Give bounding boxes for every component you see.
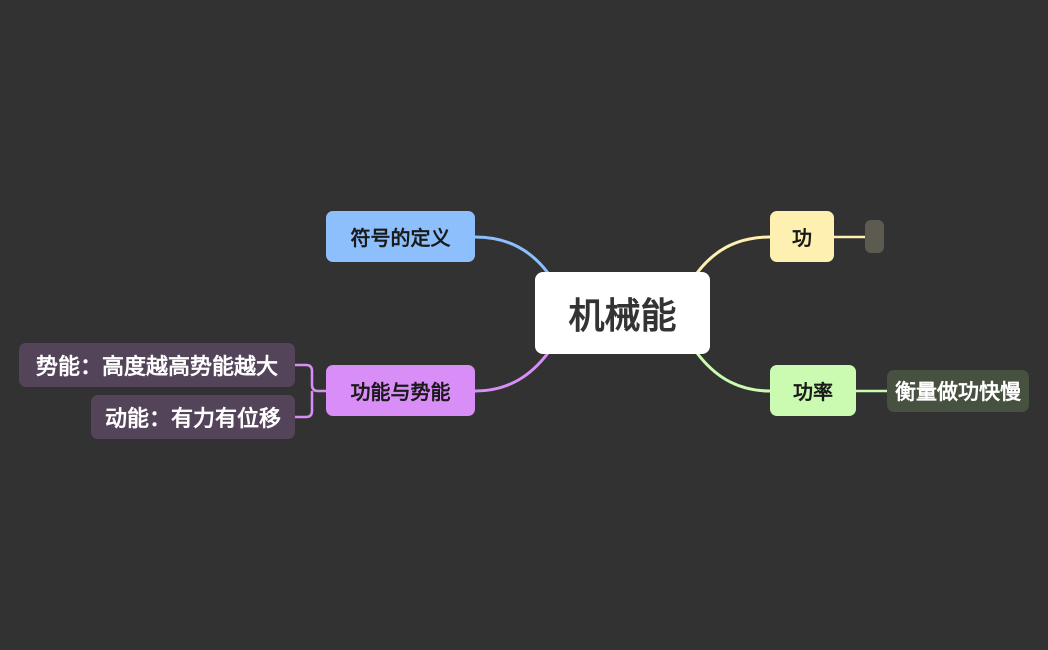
leaf-work-empty[interactable] [865, 220, 884, 253]
leaf-power-speed[interactable]: 衡量做功快慢 [887, 370, 1029, 412]
leaf-potential-energy-label: 势能：高度越高势能越大 [35, 355, 278, 380]
connector-energy-to-kinetic [295, 391, 314, 419]
branch-work[interactable]: 功 [770, 211, 834, 262]
connector-root-to-energy [474, 352, 550, 393]
connector-root-to-symbols [474, 235, 550, 274]
branch-energy[interactable]: 功能与势能 [326, 365, 475, 416]
branch-symbols[interactable]: 符号的定义 [326, 211, 475, 262]
root-topic-label: 机械能 [568, 296, 677, 337]
leaf-potential-energy[interactable]: 势能：高度越高势能越大 [19, 343, 295, 387]
branch-work-label: 功 [792, 226, 812, 250]
connector-root-to-work [695, 235, 771, 274]
branch-symbols-label: 符号的定义 [350, 226, 451, 250]
branch-power[interactable]: 功率 [770, 365, 856, 416]
branch-energy-label: 功能与势能 [350, 380, 451, 404]
connector-energy-to-potential [295, 363, 326, 393]
leaf-kinetic-energy[interactable]: 动能：有力有位移 [91, 395, 295, 439]
leaf-power-speed-label: 衡量做功快慢 [895, 380, 1021, 404]
connector-root-to-power [695, 352, 771, 393]
leaf-kinetic-energy-label: 动能：有力有位移 [104, 407, 281, 432]
branch-power-label: 功率 [793, 380, 833, 404]
root-topic[interactable]: 机械能 [535, 272, 710, 354]
